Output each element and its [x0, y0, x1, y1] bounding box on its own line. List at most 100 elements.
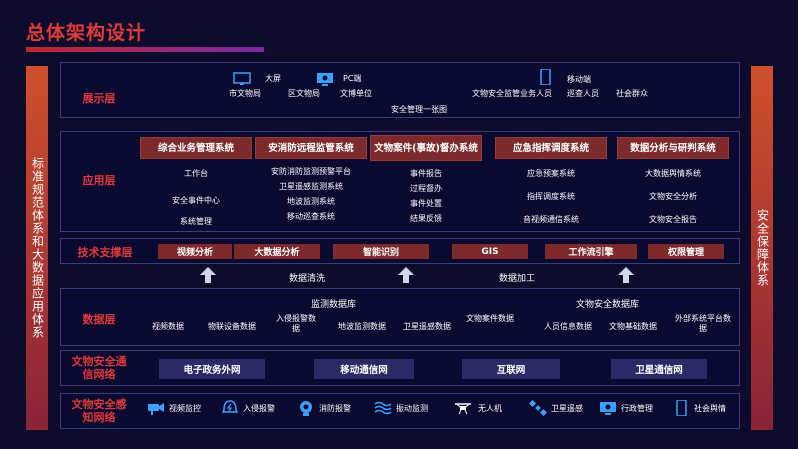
sense-label: 卫星遥感: [551, 403, 583, 413]
list-item: 事件处置: [410, 199, 442, 208]
system-head-emergency: 应急指挥调度系统: [495, 137, 607, 159]
list-item: 音视频通信系统: [523, 215, 579, 224]
tech-gis: GIS: [452, 244, 528, 259]
monitor-icon: [233, 72, 251, 85]
list-item: 结果反馈: [410, 214, 442, 223]
list-item: 地波监测系统: [287, 197, 335, 206]
system-items-business: 工作台 安全事件中心 系统管理: [140, 166, 252, 229]
sensing-layer: 文物安全感知网络 视频监控 入侵报警 消防报警 振动监测 无人机 卫星遥感 行政…: [60, 393, 740, 429]
system-head-security: 安消防远程监管系统: [255, 137, 367, 159]
user-public: 社会群众: [616, 89, 648, 98]
display-layer: 展示层 大屏 PC端 移动端 市文物局 区文物局 文博单位 文物安全监管业务人员…: [60, 62, 740, 118]
list-item: 指挥调度系统: [527, 192, 575, 201]
security-system-label: 安全保障体系: [755, 209, 770, 287]
page-title: 总体架构设计: [26, 22, 147, 44]
net-internet: 互联网: [462, 359, 560, 379]
list-item: 过程督办: [410, 184, 442, 193]
vibration-icon: [374, 401, 392, 415]
application-layer-label: 应用层: [82, 174, 116, 187]
standards-system-label: 标准规范体系和大数据应用体系: [30, 157, 45, 339]
tech-support-layer: 技术支撑层 视频分析 大数据分析 智能识别 GIS 工作流引擎 权限管理: [60, 238, 740, 264]
data-item: 文物基础数据: [609, 322, 657, 331]
system-head-business: 综合业务管理系统: [140, 137, 252, 159]
display-icon-caption-mobile: 移动端: [567, 75, 591, 84]
list-item: 大数据舆情系统: [645, 169, 701, 178]
tech-big-data: 大数据分析: [234, 244, 320, 259]
sense-label: 无人机: [478, 403, 502, 413]
application-layer: 应用层 综合业务管理系统 安消防远程监管系统 文物案件(事故)督办系统 应急指挥…: [60, 131, 740, 232]
sense-label: 社会舆情: [694, 403, 726, 413]
list-item: 应急预案系统: [527, 169, 575, 178]
system-items-analysis: 大数据舆情系统 文物安全分析 文物安全报告: [617, 166, 729, 227]
list-item: 工作台: [184, 169, 208, 178]
list-item: 安全事件中心: [172, 196, 220, 205]
list-item: 卫星遥感监测系统: [279, 182, 343, 191]
list-item: 事件报告: [410, 169, 442, 178]
standards-system-bar: 标准规范体系和大数据应用体系: [26, 66, 48, 430]
data-item: 外部系统平台数据: [675, 314, 731, 333]
sense-label: 视频监控: [169, 403, 201, 413]
admin-screen-icon: [600, 402, 616, 415]
list-item: 移动巡查系统: [287, 212, 335, 221]
tech-support-layer-label: 技术支撑层: [77, 246, 133, 259]
system-head-analysis: 数据分析与研判系统: [617, 137, 729, 159]
sense-label: 行政管理: [621, 403, 653, 413]
data-item: 物联设备数据: [208, 322, 256, 331]
data-item: 文物案件数据: [466, 314, 514, 323]
arrow-up-icon: [398, 267, 414, 283]
display-icon-caption-pc: PC端: [343, 74, 362, 83]
list-item: 文物安全分析: [649, 192, 697, 201]
title-underline: [26, 47, 264, 52]
flow-data-processing: 数据加工: [499, 274, 536, 284]
sense-public-opinion: 社会舆情: [672, 399, 726, 417]
fire-alarm-icon: [300, 401, 312, 416]
net-satellite: 卫星通信网: [611, 359, 707, 379]
user-supervisors: 文物安全监管业务人员: [472, 89, 552, 98]
list-item: 系统管理: [180, 217, 212, 226]
list-item: 安防消防监测预警平台: [271, 167, 351, 176]
data-item: 卫星遥感数据: [403, 322, 451, 331]
drone-icon: [455, 403, 471, 415]
sense-label: 入侵报警: [243, 403, 275, 413]
security-system-bar: 安全保障体系: [751, 66, 773, 430]
alarm-icon: [221, 400, 239, 413]
net-mobile: 移动通信网: [314, 359, 414, 379]
sense-video-monitor: 视频监控: [147, 399, 201, 417]
arrow-up-icon: [200, 267, 216, 283]
user-district-bureau: 区文物局: [288, 89, 320, 98]
security-database-title: 文物安全数据库: [576, 300, 640, 310]
sense-fire-alarm: 消防报警: [297, 399, 351, 417]
user-inspectors: 巡查人员: [567, 89, 599, 98]
tech-video-analysis: 视频分析: [158, 244, 232, 259]
sense-admin: 行政管理: [599, 399, 653, 417]
sense-intrusion-alarm: 入侵报警: [221, 399, 275, 417]
data-item: 人员信息数据: [544, 322, 592, 331]
tech-smart-recognition: 智能识别: [333, 244, 429, 259]
sense-drone: 无人机: [452, 399, 502, 417]
user-museum-units: 文博单位: [340, 89, 372, 98]
data-layer: 数据层 监测数据库 文物安全数据库 视频数据 物联设备数据 入侵报警数据 地波监…: [60, 288, 740, 346]
pc-icon: [317, 73, 333, 86]
system-items-emergency: 应急预案系统 指挥调度系统 音视频通信系统: [495, 166, 607, 227]
display-layer-label: 展示层: [82, 92, 116, 105]
system-head-case: 文物案件(事故)督办系统: [370, 135, 482, 161]
system-items-case: 事件报告 过程督办 事件处置 结果反馈: [370, 166, 482, 226]
tech-workflow-engine: 工作流引擎: [545, 244, 637, 259]
flow-data-cleaning: 数据清洗: [289, 274, 326, 284]
display-icon-caption-screen: 大屏: [265, 74, 281, 83]
mobile-icon: [540, 69, 551, 85]
display-summary: 安全管理一张图: [391, 105, 447, 114]
monitoring-database-title: 监测数据库: [311, 300, 357, 310]
sense-label: 振动监测: [396, 403, 428, 413]
data-item: 入侵报警数据: [276, 314, 316, 333]
sense-vibration: 振动监测: [374, 399, 428, 417]
data-layer-label: 数据层: [82, 313, 116, 326]
sense-satellite: 卫星遥感: [529, 399, 583, 417]
network-layer: 文物安全通信网络 电子政务外网 移动通信网 互联网 卫星通信网: [60, 350, 740, 386]
list-item: 文物安全报告: [649, 215, 697, 224]
sensing-layer-label: 文物安全感知网络: [71, 398, 127, 424]
network-layer-label: 文物安全通信网络: [71, 355, 127, 381]
data-item: 地波监测数据: [338, 322, 386, 331]
tech-permission: 权限管理: [648, 244, 724, 259]
user-city-bureau: 市文物局: [229, 89, 261, 98]
